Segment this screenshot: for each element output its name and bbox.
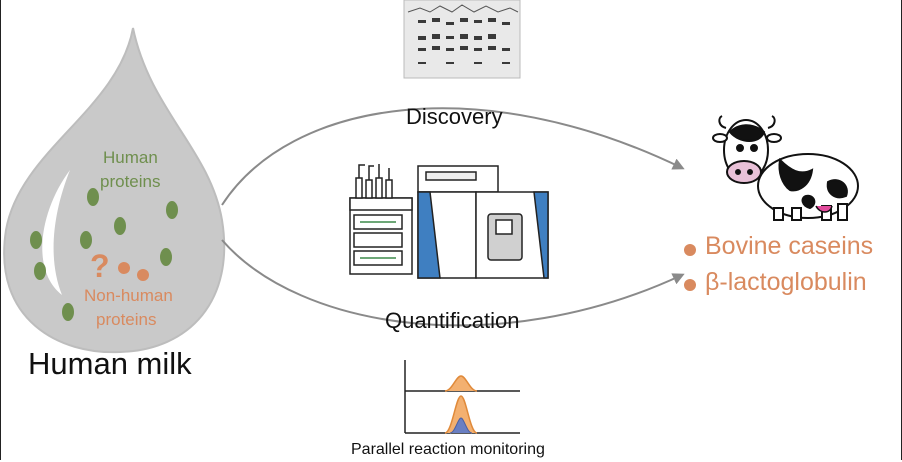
quantification-arrow (221, 239, 685, 327)
result-bovine-caseins: Bovine caseins (705, 232, 874, 260)
question-mark: ? (90, 248, 110, 284)
prm-chromatogram (404, 360, 520, 434)
drop-caption: Human milk (28, 346, 192, 381)
prm-caption: Parallel reaction monitoring (351, 441, 545, 458)
bullet-lactoglobulin (684, 279, 696, 291)
quantification-label: Quantification (385, 308, 520, 333)
human-proteins-label-line1: Human (103, 148, 158, 167)
drop-highlight (42, 170, 70, 295)
nonhuman-protein-dots (118, 262, 149, 281)
lc-instrument-icon (349, 164, 413, 275)
human-protein-dots (30, 188, 178, 321)
nonhuman-label-line2: proteins (96, 310, 157, 329)
human-proteins-label-line2: proteins (100, 172, 161, 191)
mass-spectrometer-icon (417, 165, 549, 279)
nonhuman-label-line1: Non-human (84, 286, 173, 305)
discovery-arrow (221, 107, 685, 206)
gel-image (403, 0, 521, 79)
milk-drop (3, 27, 226, 354)
cow-icon (712, 115, 859, 221)
discovery-label: Discovery (406, 104, 503, 129)
bullet-caseins (684, 244, 696, 256)
result-beta-lactoglobulin: β-lactoglobulin (705, 268, 867, 296)
